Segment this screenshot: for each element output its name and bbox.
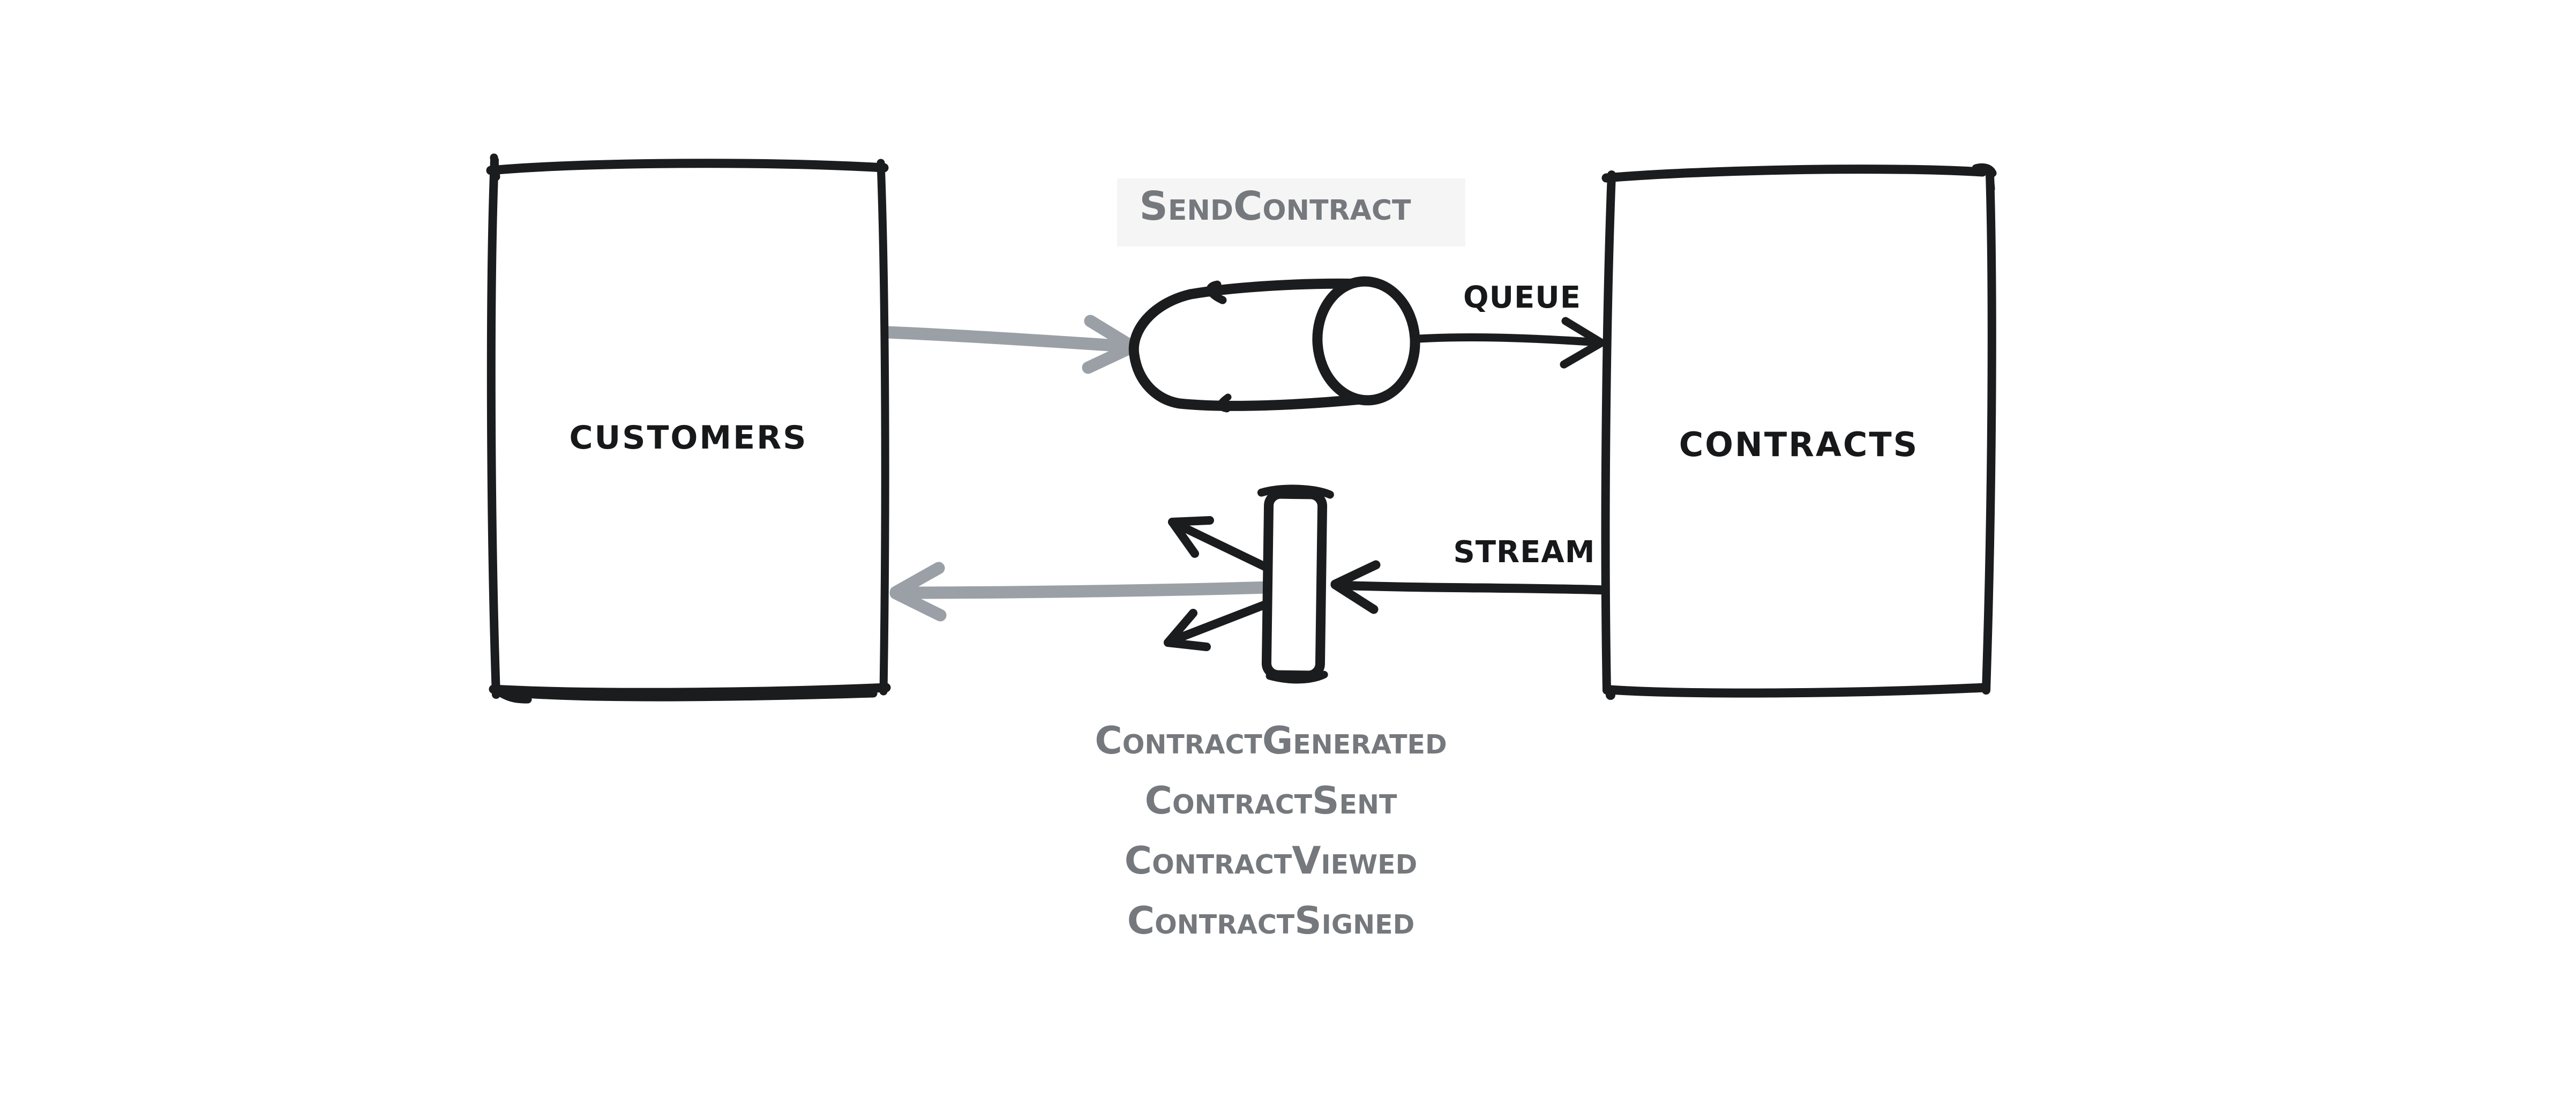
- stream-event-contract-signed: ContractSigned: [1127, 899, 1415, 943]
- stream-event-contract-sent: ContractSent: [1144, 779, 1397, 823]
- stream-event-list: ContractGenerated ContractSent ContractV…: [1057, 711, 1485, 951]
- stream-event-contract-viewed: ContractViewed: [1124, 839, 1418, 883]
- send-contract-highlight: [1117, 178, 1465, 247]
- customers-node-label: CUSTOMERS: [569, 419, 808, 457]
- queue-cylinder-icon: [1128, 276, 1420, 413]
- contracts-node-label: CONTRACTS: [1679, 425, 1919, 464]
- send-contract-arrow: [881, 315, 1138, 374]
- events-arrow: [889, 562, 1313, 622]
- queue-arrow: [1414, 317, 1605, 369]
- customers-node: [486, 153, 891, 704]
- stream-bar-icon: [1257, 484, 1334, 684]
- contracts-node: [1601, 163, 1997, 700]
- stream-channel-label: STREAM: [1453, 535, 1596, 570]
- queue-channel-label: QUEUE: [1463, 280, 1582, 315]
- stream-event-contract-generated: ContractGenerated: [1095, 719, 1447, 763]
- send-contract-label: SendContract: [1139, 183, 1411, 229]
- stream-arrow: [1330, 560, 1610, 614]
